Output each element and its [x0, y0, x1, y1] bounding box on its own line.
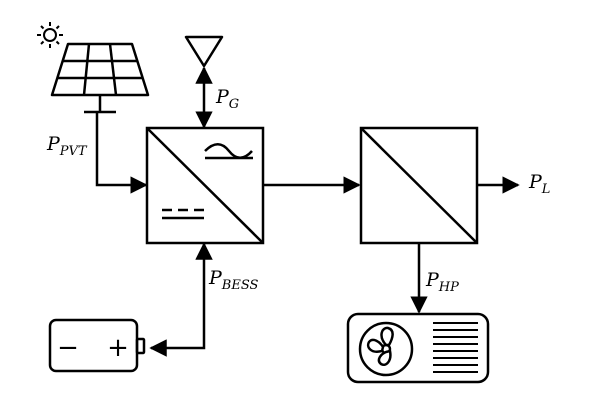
pvt-flow-line: [95, 112, 148, 194]
connection-lines: [95, 66, 520, 357]
heat-pump-icon: [346, 312, 490, 384]
grille-lines: [433, 322, 478, 373]
battery-plus-label: +: [107, 333, 129, 363]
label-grid: PG: [215, 86, 239, 112]
label-hp: PHP: [425, 269, 459, 295]
label-load: PL: [528, 171, 550, 197]
battery-icon: − +: [48, 318, 146, 373]
sun-icon: [37, 22, 63, 48]
inverter-icon: [145, 126, 265, 245]
fan-icon: [358, 321, 414, 377]
antenna-icon: [184, 35, 224, 68]
converter-icon: [359, 126, 479, 245]
label-bess: PBESS: [208, 267, 259, 293]
battery-minus-label: −: [57, 333, 79, 363]
solar-panel-icon: [50, 42, 150, 114]
label-pvt: PPVT: [46, 133, 88, 159]
bess-flow-line: [149, 242, 213, 357]
